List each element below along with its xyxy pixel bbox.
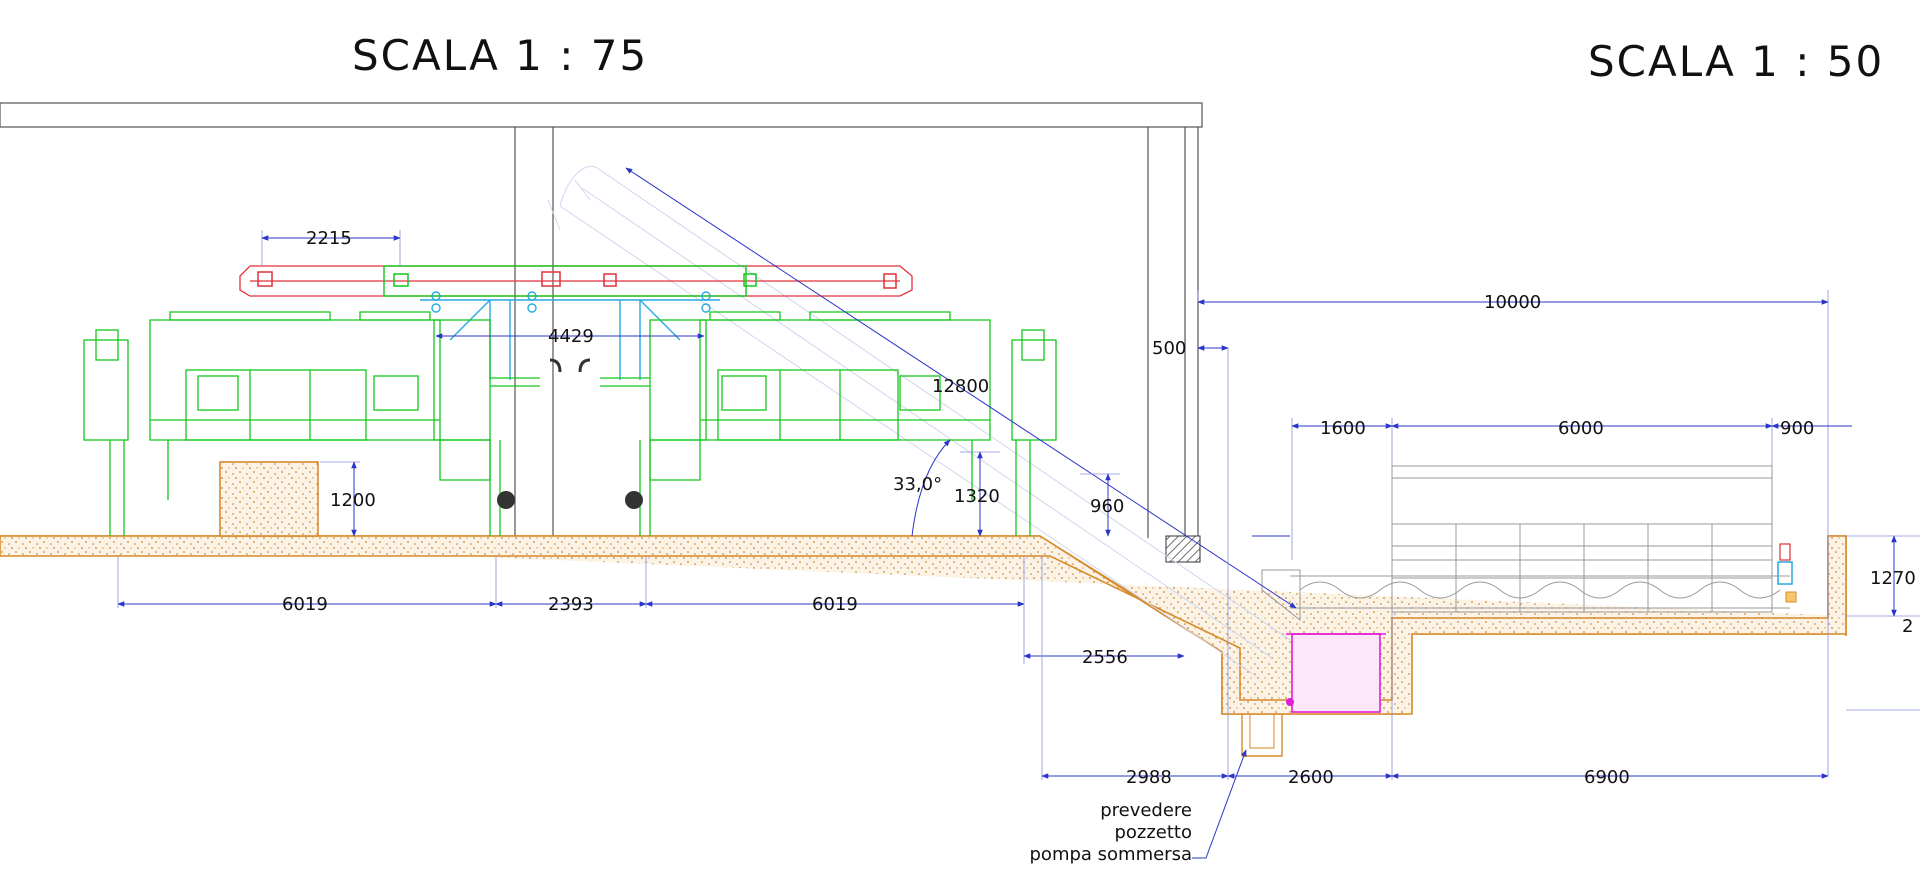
dim-10000: 10000: [1484, 292, 1541, 313]
note-line-2: pozzetto: [1114, 822, 1192, 843]
dim-1320: 1320: [954, 486, 1000, 507]
scale-title-right: SCALA 1 : 50: [1588, 37, 1884, 86]
dim-2988: 2988: [1126, 767, 1172, 788]
dim-2215: 2215: [306, 228, 352, 249]
machine-left: [83, 311, 562, 536]
dim-12800: 12800: [932, 376, 989, 397]
pump-note: prevedere pozzetto pompa sommersa: [1030, 800, 1193, 865]
dim-2: 2: [1902, 616, 1913, 637]
dimension-lines: [117, 167, 1920, 859]
dim-6019-left: 6019: [282, 594, 328, 615]
scale-title-left: SCALA 1 : 75: [352, 31, 648, 80]
note-line-3: pompa sommersa: [1030, 844, 1193, 865]
note-line-1: prevedere: [1100, 800, 1192, 821]
dim-2556: 2556: [1082, 647, 1128, 668]
dim-2393: 2393: [548, 594, 594, 615]
dim-960: 960: [1090, 496, 1124, 517]
dim-6900: 6900: [1584, 767, 1630, 788]
ground-profile: [0, 461, 1847, 757]
dim-2600: 2600: [1288, 767, 1334, 788]
dim-1200: 1200: [330, 490, 376, 511]
dim-angle: 33,0°: [893, 474, 942, 495]
dimension-labels: 2215 4429 12800 1200 33,0° 1320 960 500 …: [282, 228, 1916, 788]
dim-900: 900: [1780, 418, 1814, 439]
dim-6000: 6000: [1558, 418, 1604, 439]
collection-tank: [1286, 633, 1386, 713]
dim-1600: 1600: [1320, 418, 1366, 439]
dim-500: 500: [1152, 338, 1186, 359]
dim-1270: 1270: [1870, 568, 1916, 589]
dim-4429: 4429: [548, 326, 594, 347]
top-conveyor: [239, 265, 913, 380]
dim-6019-right: 6019: [812, 594, 858, 615]
screw-conveyor: [1261, 465, 1797, 622]
